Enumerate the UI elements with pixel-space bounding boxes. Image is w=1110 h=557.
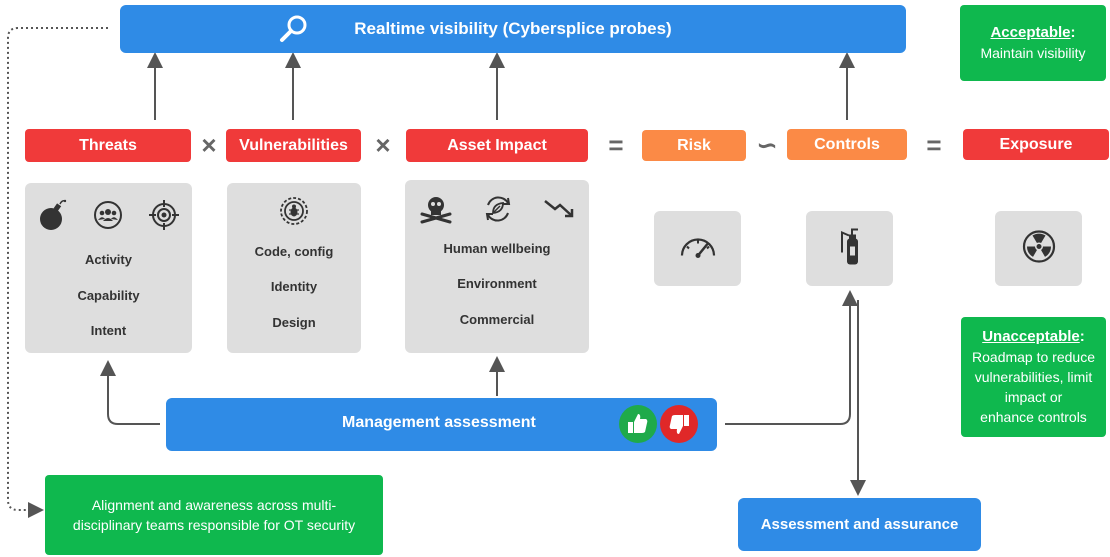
controls-label: Controls bbox=[787, 129, 907, 160]
unacceptable-line-4: enhance controls bbox=[980, 409, 1087, 425]
equals-operator-2: = bbox=[926, 130, 942, 160]
unacceptable-line-1: Roadmap to reduce bbox=[972, 349, 1095, 365]
controls-tile bbox=[806, 211, 893, 286]
speedometer-icon bbox=[679, 231, 717, 266]
radiation-icon bbox=[1021, 228, 1057, 269]
multiply-operator-2: × bbox=[375, 130, 391, 160]
asset-item-commercial: Commercial bbox=[459, 312, 535, 327]
threats-item-intent: Intent bbox=[90, 323, 127, 338]
threats-panel: Activity Capability Intent bbox=[25, 183, 192, 353]
dotted-visibility-to-alignment bbox=[7, 27, 108, 518]
thumbs-down-icon bbox=[660, 405, 698, 448]
threats-item-capability: Capability bbox=[77, 288, 140, 303]
multiply-operator-1: × bbox=[201, 130, 217, 160]
thumbs-up-icon bbox=[619, 405, 657, 448]
risk-tile bbox=[654, 211, 741, 286]
asset-impact-label: Asset Impact bbox=[406, 129, 588, 162]
exposure-tile bbox=[995, 211, 1082, 286]
unacceptable-box: Unacceptable: Roadmap to reduce vulnerab… bbox=[961, 317, 1106, 437]
threats-item-activity: Activity bbox=[85, 252, 132, 267]
equals-operator-1: = bbox=[608, 130, 624, 160]
fire-extinguisher-icon bbox=[837, 226, 863, 271]
threats-label: Threats bbox=[25, 129, 191, 162]
magnifier-icon bbox=[278, 13, 310, 50]
vulnerabilities-panel: Code, config Identity Design bbox=[227, 183, 361, 353]
risk-label: Risk bbox=[642, 130, 746, 161]
alignment-line-1: Alignment and awareness across multi- bbox=[91, 497, 337, 513]
bug-target-icon bbox=[277, 194, 311, 233]
leaf-recycle-icon bbox=[482, 193, 514, 230]
vulnerabilities-label: Vulnerabilities bbox=[226, 129, 361, 162]
vulnerabilities-item-identity: Identity bbox=[270, 279, 318, 294]
management-assessment-label: Management assessment bbox=[342, 414, 536, 431]
unacceptable-line-2: vulnerabilities, limit bbox=[974, 369, 1093, 385]
crosshair-target-icon bbox=[148, 199, 180, 236]
acceptable-text: Maintain visibility bbox=[980, 45, 1086, 61]
trend-down-arrow-icon bbox=[543, 197, 575, 226]
realtime-visibility-bar: Realtime visibility (Cybersplice probes) bbox=[120, 5, 906, 53]
realtime-visibility-label: Realtime visibility (Cybersplice probes) bbox=[354, 19, 672, 38]
acceptable-box: Acceptable: Maintain visibility bbox=[960, 5, 1106, 81]
assessment-assurance-box: Assessment and assurance bbox=[738, 498, 981, 551]
vulnerabilities-item-code-config: Code, config bbox=[254, 244, 334, 259]
asset-item-environment: Environment bbox=[457, 276, 537, 291]
asset-impact-panel: Human wellbeing Environment Commercial bbox=[405, 180, 589, 353]
people-group-icon bbox=[93, 200, 123, 235]
management-assessment-bar: Management assessment bbox=[166, 398, 717, 451]
skull-crossbones-icon bbox=[419, 194, 453, 229]
asset-item-human-wellbeing: Human wellbeing bbox=[443, 241, 551, 256]
unacceptable-line-3: impact or bbox=[1004, 389, 1063, 405]
arrow-management-to-threats bbox=[100, 360, 160, 425]
bomb-icon bbox=[38, 199, 68, 236]
acceptable-title: Acceptable: bbox=[990, 24, 1076, 41]
exposure-label: Exposure bbox=[963, 129, 1109, 160]
proportional-operator: ∽ bbox=[756, 130, 778, 160]
vulnerabilities-item-design: Design bbox=[272, 315, 316, 330]
arrow-management-to-controls bbox=[725, 290, 858, 425]
alignment-box: Alignment and awareness across multi- di… bbox=[45, 475, 383, 555]
unacceptable-title: Unacceptable: bbox=[982, 328, 1085, 345]
alignment-line-2: disciplinary teams responsible for OT se… bbox=[72, 517, 356, 533]
